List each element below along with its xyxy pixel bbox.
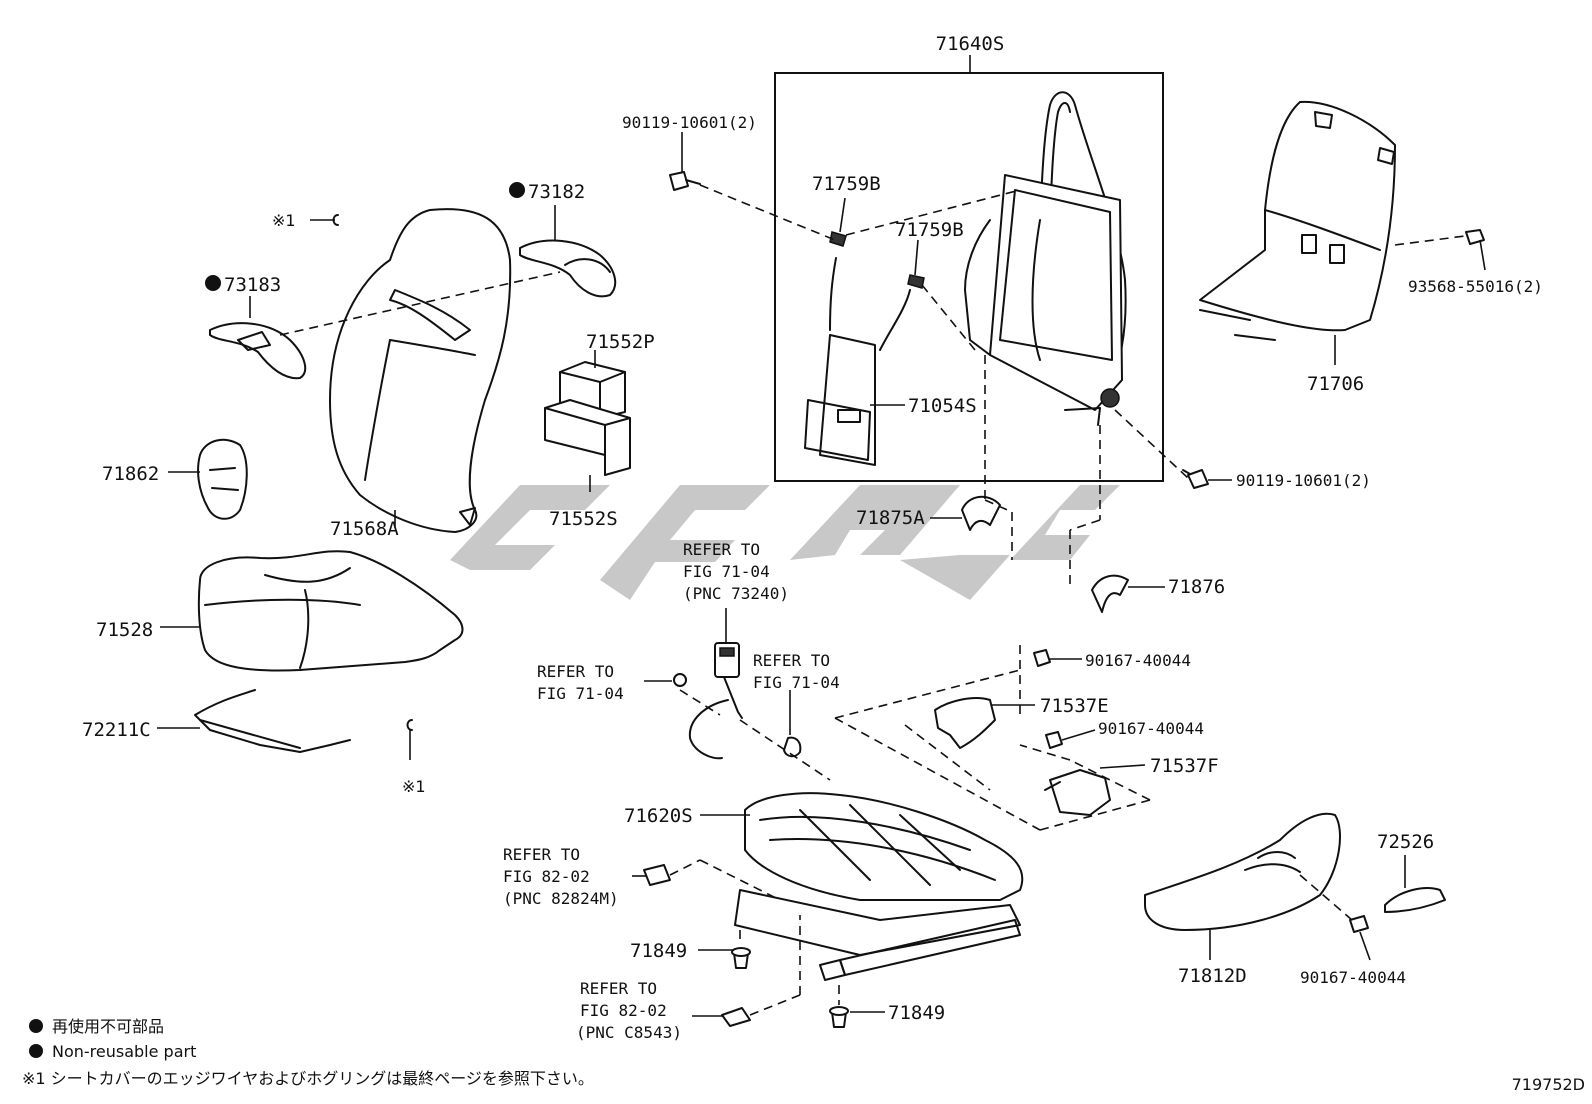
- label-72211C: 72211C: [82, 719, 151, 741]
- label-71537E: 71537E: [1040, 695, 1109, 717]
- label-mark1-bottom: ※1: [402, 777, 426, 796]
- label-90119-right: 90119-10601(2): [1236, 471, 1371, 490]
- non-reusable-marker-73182: [509, 182, 525, 198]
- bolt-90119-right: [1182, 469, 1209, 489]
- clip-93568: [1465, 229, 1485, 245]
- legend-note-text: ※1 シートカバーのエッジワイヤおよびホグリングは最終ページを参照下さい。: [22, 1069, 594, 1088]
- ref4-line2: FIG 82-02: [503, 867, 590, 886]
- cover-71875A: [961, 495, 1001, 531]
- label-90167-b: 90167-40044: [1098, 719, 1204, 738]
- label-73182: 73182: [528, 181, 585, 203]
- figure-code: 719752D: [1512, 1075, 1585, 1094]
- seat-cushion-71528: [197, 550, 464, 672]
- ref3-line1: REFER TO: [753, 651, 830, 670]
- seatback-frame-71640S: [964, 91, 1127, 426]
- label-71849-a: 71849: [630, 940, 687, 962]
- watermark-logo: [450, 485, 1120, 600]
- label-71568A: 71568A: [330, 518, 399, 540]
- bracket-71862: [197, 438, 248, 520]
- ref4-line3: (PNC 82824M): [503, 889, 619, 908]
- bracket-71537E: [934, 697, 996, 749]
- ref2-line1: REFER TO: [537, 662, 614, 681]
- ref5-line3: (PNC C8543): [576, 1023, 682, 1042]
- ref4-line1: REFER TO: [503, 845, 580, 864]
- label-71620S: 71620S: [624, 805, 693, 827]
- side-shield-71812D: [1144, 812, 1341, 931]
- ref1-line1: REFER TO: [683, 540, 760, 559]
- bolt-90167-c: [1349, 915, 1369, 933]
- connector-C8543: [721, 1007, 751, 1027]
- legend: 再使用不可部品 Non-reusable part ※1 シートカバーのエッジワ…: [22, 1017, 594, 1088]
- label-90167-a: 90167-40044: [1085, 651, 1191, 670]
- label-71528: 71528: [96, 619, 153, 641]
- wire-72211C: [194, 689, 351, 753]
- label-71552S: 71552S: [549, 508, 618, 530]
- bolt-90119-top: [669, 171, 701, 191]
- label-90119-top: 90119-10601(2): [622, 113, 757, 132]
- label-71054S: 71054S: [908, 395, 977, 417]
- reference-notes: REFER TO FIG 71-04 (PNC 73240) REFER TO …: [503, 540, 840, 1042]
- assembly-lines: [279, 184, 1466, 1016]
- ref3-line2: FIG 71-04: [753, 673, 840, 692]
- headrest-pad-73182: [519, 239, 617, 298]
- legend-en-text: Non-reusable part: [52, 1042, 196, 1061]
- pad-73183: [209, 322, 307, 380]
- lumbar-support-71054S: [804, 257, 911, 466]
- legend-dot-en: [29, 1044, 43, 1058]
- ref2-line2: FIG 71-04: [537, 684, 624, 703]
- leader-lines: [157, 55, 1486, 1017]
- label-71759B-a: 71759B: [812, 173, 881, 195]
- bolt-90167-b: [1045, 731, 1063, 749]
- label-71849-b: 71849: [888, 1002, 945, 1024]
- label-71640S: 71640S: [936, 33, 1005, 55]
- label-71759B-b: 71759B: [895, 219, 964, 241]
- pin-71849-a: [731, 947, 751, 969]
- ref1-line3: (PNC 73240): [683, 584, 789, 603]
- label-72526: 72526: [1377, 831, 1434, 853]
- legend-dot-jp: [29, 1019, 43, 1033]
- cover-71876: [1091, 574, 1129, 613]
- frame-group-box: [774, 72, 1164, 482]
- cushion-frame-71620S: [734, 792, 1024, 981]
- knob-72526: [1384, 887, 1446, 913]
- non-reusable-marker-73183: [205, 275, 221, 291]
- label-71552P: 71552P: [586, 331, 655, 353]
- seat-back-cover-71568A: [329, 208, 512, 533]
- ref5-line2: FIG 82-02: [580, 1001, 667, 1020]
- connector-82824M: [643, 864, 671, 886]
- clip-71759B-b: [907, 274, 925, 289]
- hog-ring-bottom: [406, 719, 413, 760]
- legend-jp-text: 再使用不可部品: [52, 1017, 164, 1036]
- bracket-71537F: [1044, 769, 1111, 816]
- label-mark1-top: ※1: [272, 211, 296, 230]
- back-board-71706: [1199, 100, 1396, 341]
- label-71706: 71706: [1307, 373, 1364, 395]
- label-90167-c: 90167-40044: [1300, 968, 1406, 987]
- label-73183: 73183: [224, 274, 281, 296]
- seat-belt-buckle: [673, 642, 802, 760]
- pin-71849-b: [829, 1006, 849, 1028]
- label-71812D: 71812D: [1178, 965, 1247, 987]
- bolt-90167-a: [1033, 649, 1051, 667]
- ref5-line1: REFER TO: [580, 979, 657, 998]
- pad-71552S: [544, 399, 631, 476]
- label-71875A: 71875A: [856, 507, 925, 529]
- part-labels: 71640S 90119-10601(2) 71759B 71759B 7105…: [82, 33, 1543, 1024]
- label-93568: 93568-55016(2): [1408, 277, 1543, 296]
- label-71862: 71862: [102, 463, 159, 485]
- ref1-line2: FIG 71-04: [683, 562, 770, 581]
- label-71537F: 71537F: [1150, 755, 1219, 777]
- label-71876: 71876: [1168, 576, 1225, 598]
